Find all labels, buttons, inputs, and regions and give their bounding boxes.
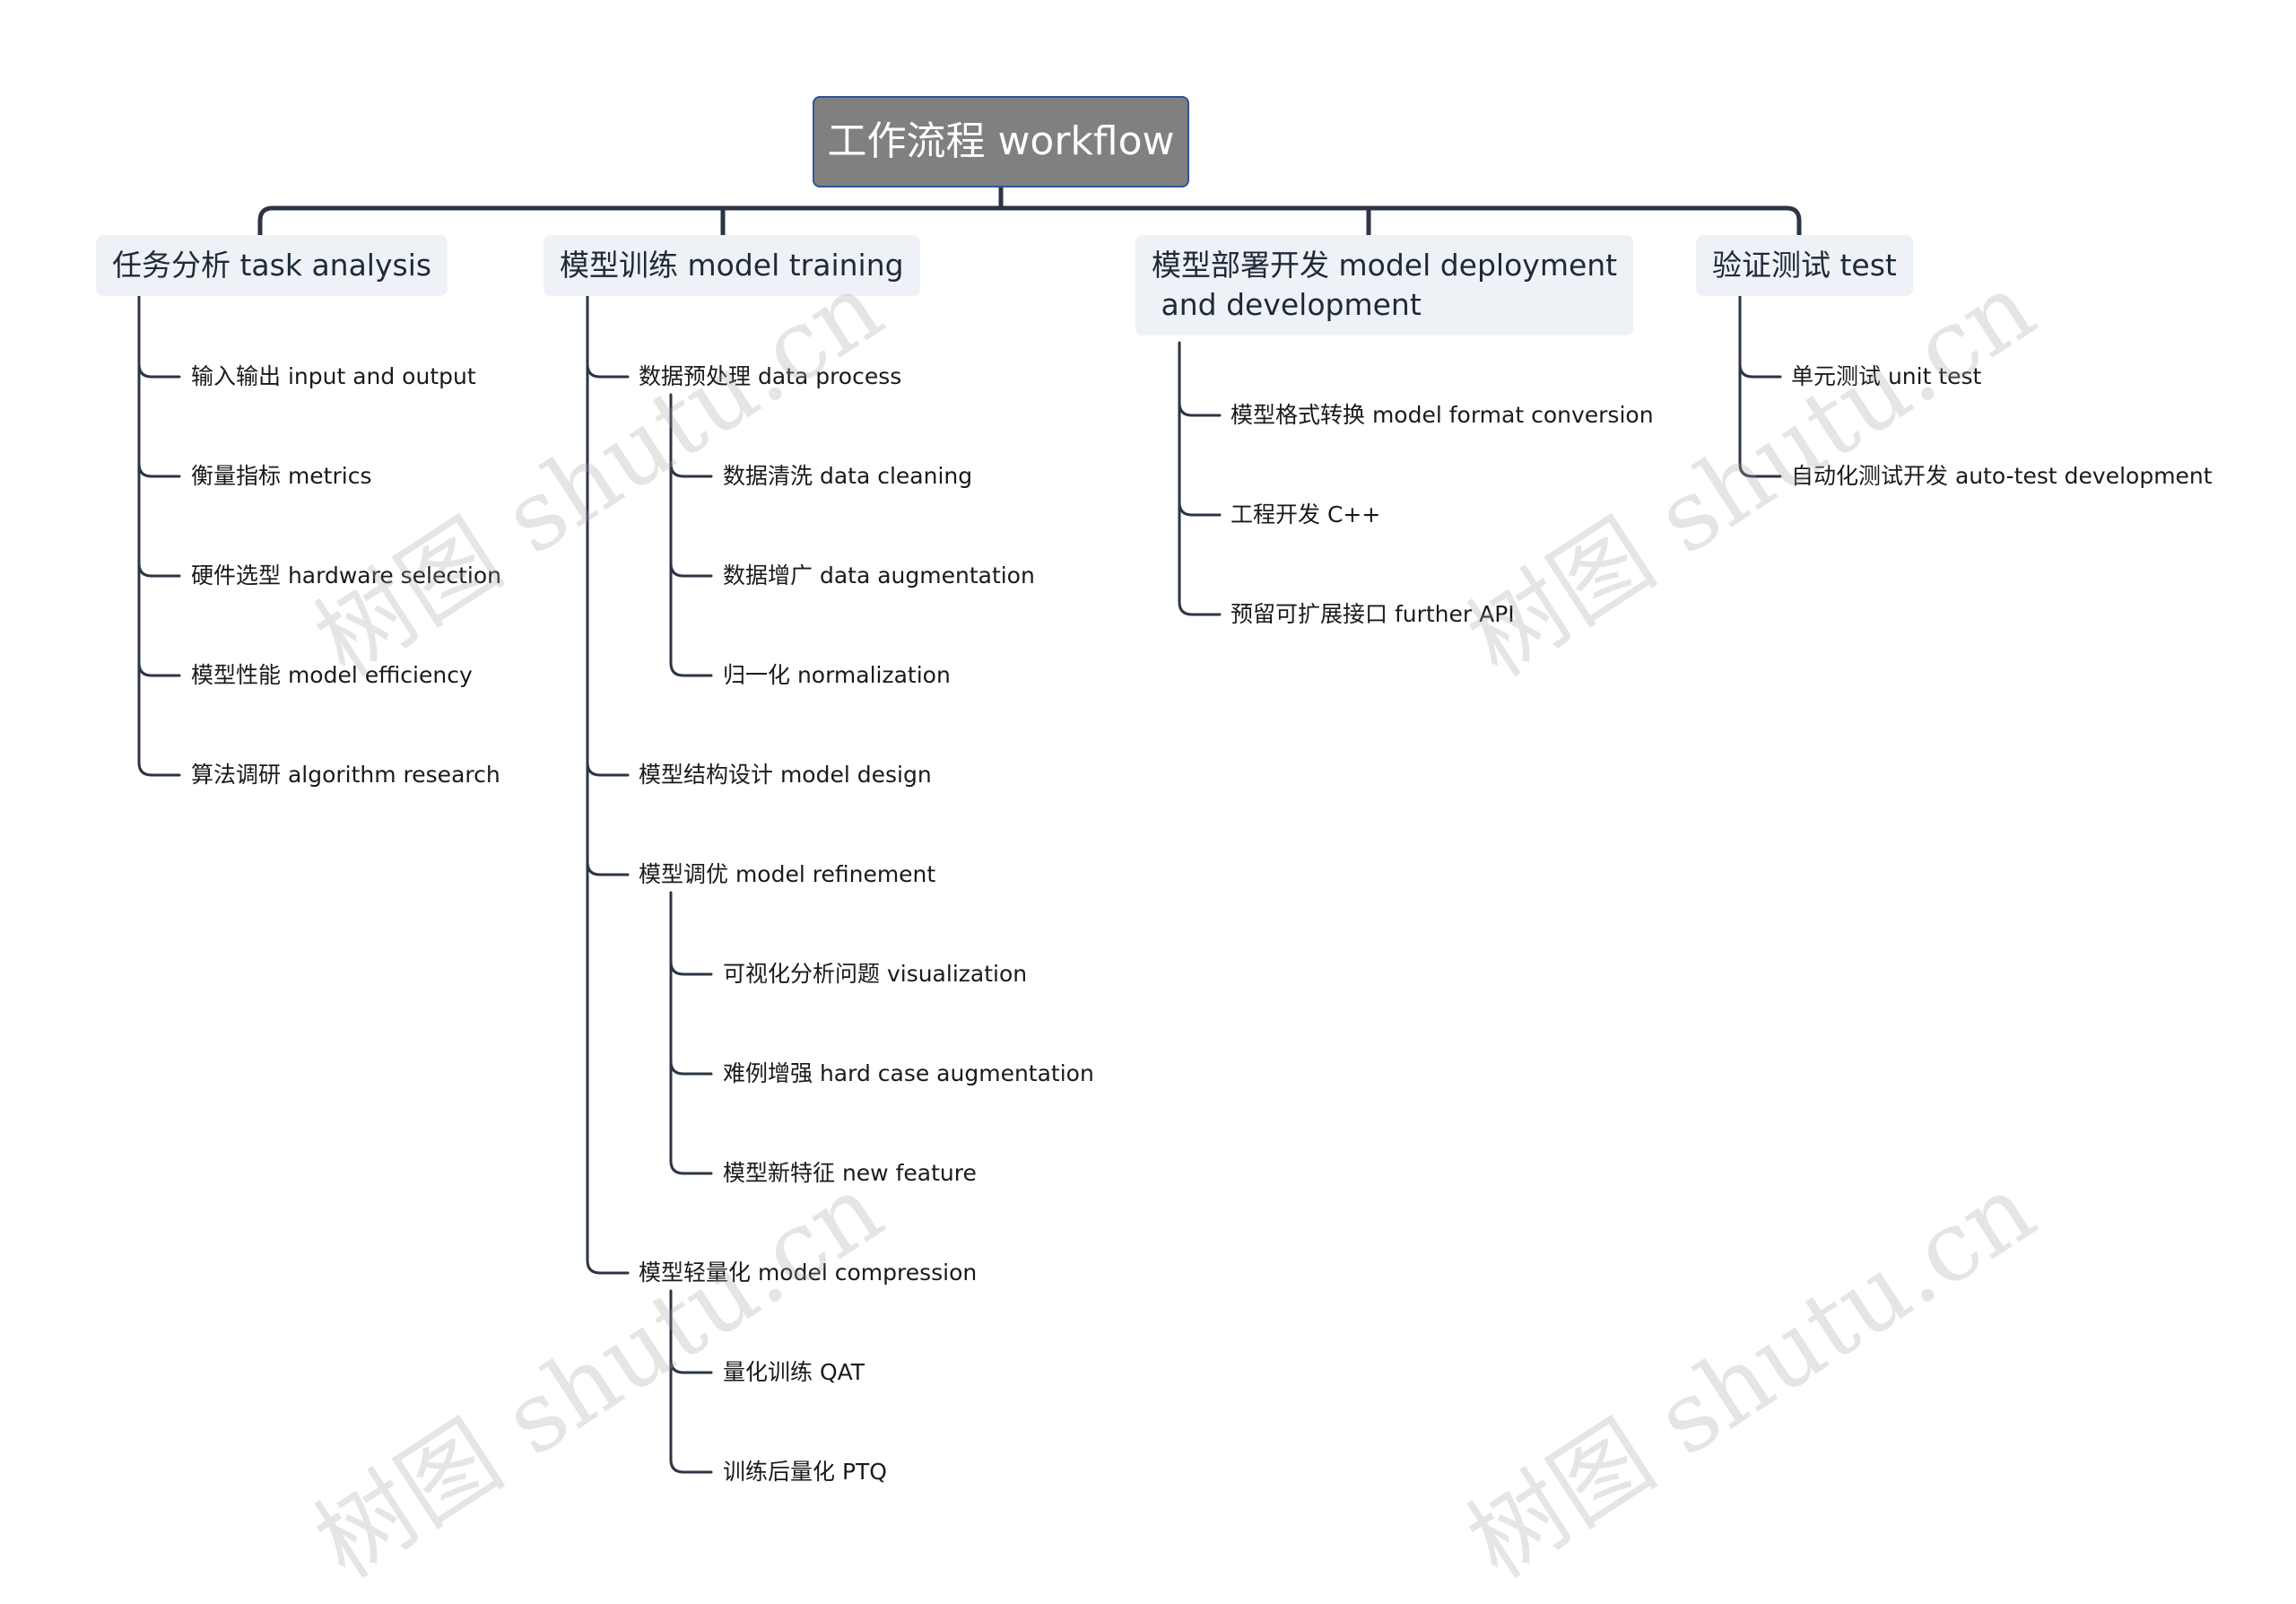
leaf-connector — [1178, 401, 1222, 417]
leaf-connector — [137, 562, 181, 578]
leaf-connector — [669, 960, 713, 976]
leaf-auto-test-development[interactable]: 自动化测试开发 auto-test development — [1791, 463, 2213, 489]
leaf-model-efficiency[interactable]: 模型性能 model efficiency — [191, 662, 473, 688]
leaf-new-feature[interactable]: 模型新特征 new feature — [723, 1160, 977, 1186]
leaf-normalization[interactable]: 归一化 normalization — [723, 662, 951, 688]
branch-bus — [257, 205, 1802, 238]
leaf-connector — [1178, 600, 1222, 616]
leaf-connector — [586, 761, 630, 777]
branch-model-deployment-line-1: 模型部署开发 model deployment — [1152, 248, 1618, 283]
leaf-further-api[interactable]: 预留可扩展接口 further API — [1231, 601, 1515, 627]
root-node[interactable]: 工作流程 workflow — [813, 96, 1189, 187]
leaf-connector — [669, 1159, 713, 1175]
branch-test[interactable]: 验证测试 test — [1696, 235, 1913, 296]
leaf-ptq[interactable]: 训练后量化 PTQ — [723, 1459, 887, 1485]
leaf-unit-test[interactable]: 单元测试 unit test — [1791, 363, 1982, 389]
leaf-algorithm-research[interactable]: 算法调研 algorithm research — [191, 762, 500, 788]
leaf-connector — [1178, 501, 1222, 517]
leaf-connector — [669, 562, 713, 578]
leaf-connector — [669, 1059, 713, 1076]
leaf-connector — [1738, 362, 1782, 379]
leaf-connector — [669, 1458, 713, 1474]
leaf-connector — [137, 362, 181, 379]
leaf-model-format-conversion[interactable]: 模型格式转换 model format conversion — [1231, 402, 1654, 428]
leaf-hardware-selection[interactable]: 硬件选型 hardware selection — [191, 562, 502, 588]
leaf-data-cleaning[interactable]: 数据清洗 data cleaning — [723, 463, 973, 489]
leaf-connector — [586, 860, 630, 876]
branch-model-training[interactable]: 模型训练 model training — [544, 235, 920, 296]
leaf-model-refinement[interactable]: 模型调优 model refinement — [639, 861, 936, 887]
leaf-input-output[interactable]: 输入输出 input and output — [191, 363, 476, 389]
branch-model-deployment[interactable]: 模型部署开发 model deployment and development — [1135, 235, 1634, 336]
leaf-data-process[interactable]: 数据预处理 data process — [639, 363, 902, 389]
leaf-connector — [669, 1358, 713, 1374]
leaf-connector — [586, 1259, 630, 1275]
leaf-model-design[interactable]: 模型结构设计 model design — [639, 762, 932, 788]
leaf-model-compression[interactable]: 模型轻量化 model compression — [639, 1260, 978, 1286]
branch-task-analysis[interactable]: 任务分析 task analysis — [96, 235, 448, 296]
leaf-hard-case-augmentation[interactable]: 难例增强 hard case augmentation — [723, 1060, 1094, 1086]
branch-model-deployment-line-2: and development — [1152, 287, 1422, 322]
leaf-metrics[interactable]: 衡量指标 metrics — [191, 463, 372, 489]
leaf-connector — [669, 661, 713, 677]
leaf-engineering-cpp[interactable]: 工程开发 C++ — [1231, 501, 1381, 527]
leaf-connector — [1738, 462, 1782, 478]
leaf-connector — [669, 462, 713, 478]
leaf-connector — [137, 661, 181, 677]
leaf-connector — [586, 362, 630, 379]
leaf-connector — [137, 761, 181, 777]
leaf-visualization[interactable]: 可视化分析问题 visualization — [723, 961, 1028, 987]
leaf-data-augmentation[interactable]: 数据增广 data augmentation — [723, 562, 1035, 588]
leaf-connector — [137, 462, 181, 478]
leaf-qat[interactable]: 量化训练 QAT — [723, 1359, 865, 1385]
